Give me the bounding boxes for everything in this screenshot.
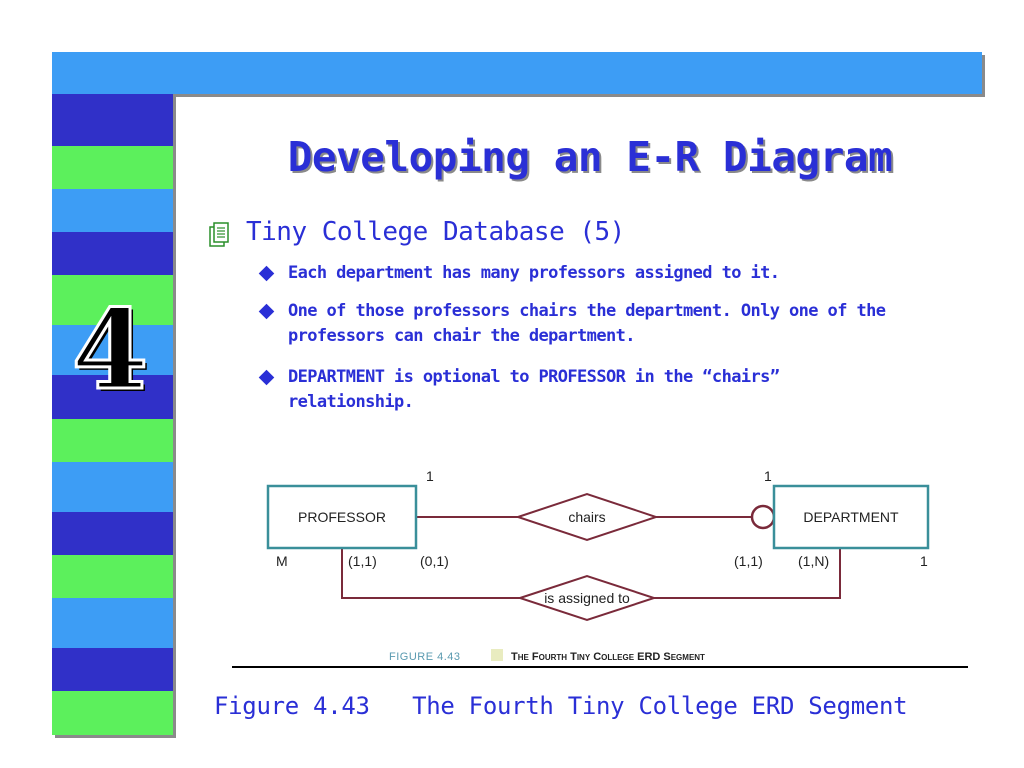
bullet-level2-item: One of those professors chairs the depar…: [288, 301, 886, 346]
document-bullet-icon: [209, 222, 229, 247]
cardinality-label: (0,1): [420, 553, 449, 569]
stripe-green: [52, 146, 173, 189]
caption-divider: [232, 666, 968, 668]
stripe-light-blue: [52, 325, 173, 375]
cardinality-label: 1: [764, 468, 772, 484]
stripe-green: [52, 419, 173, 462]
diamond-bullet-icon: [258, 369, 275, 386]
bullet-level2-item: DEPARTMENT is optional to PROFESSOR in t…: [288, 367, 780, 412]
cardinality-label: (1,1): [734, 553, 763, 569]
assigned-connector-right: [654, 548, 841, 599]
stripe-light-blue: [52, 598, 173, 648]
bullet-level1: Tiny College Database (5): [208, 215, 988, 249]
professor-entity-label: PROFESSOR: [298, 509, 386, 525]
bullet-level1-text: Tiny College Database (5): [246, 217, 625, 247]
diamond-bullet-icon: [258, 265, 275, 282]
stripe-green: [52, 555, 173, 598]
side-stripe-panel: [52, 94, 173, 735]
optional-circle: [750, 504, 776, 530]
figure-number: FIGURE 4.43: [389, 651, 461, 663]
figure-caption-swatch: [491, 649, 503, 661]
stripe-dark-blue: [52, 94, 173, 146]
bullet-level2-item: Each department has many professors assi…: [288, 263, 780, 283]
figure-title: The Fourth Tiny College ERD Segment: [511, 651, 705, 663]
cardinality-label: (1,1): [348, 553, 377, 569]
erd-figure: PROFESSOR DEPARTMENT chairs is assigned …: [266, 468, 930, 663]
chapter-number: 4: [70, 285, 150, 414]
chairs-relationship: [514, 492, 660, 542]
cardinality-label: (1,N): [798, 553, 829, 569]
stripe-green: [52, 691, 173, 735]
department-entity: [772, 484, 930, 550]
stripe-light-blue: [52, 189, 173, 232]
professor-entity: [266, 484, 418, 550]
diamond-bullet-icon: [258, 303, 275, 320]
stripe-dark-blue: [52, 512, 173, 555]
stripe-dark-blue: [52, 232, 173, 275]
cardinality-label: M: [276, 553, 288, 569]
chairs-relationship-label: chairs: [568, 509, 605, 525]
assigned-relationship-label: is assigned to: [544, 590, 630, 606]
stripe-dark-blue: [52, 375, 173, 419]
assigned-relationship: [516, 574, 658, 622]
stripe-green: [52, 275, 173, 325]
cardinality-label: 1: [426, 468, 434, 484]
header-bar: [52, 52, 982, 94]
figure-caption: Figure 4.43 The Fourth Tiny College ERD …: [214, 692, 908, 720]
stripe-dark-blue: [52, 648, 173, 691]
assigned-connector: [341, 548, 520, 599]
cardinality-label: 1: [920, 553, 928, 569]
stripe-light-blue: [52, 462, 173, 512]
department-entity-label: DEPARTMENT: [803, 509, 899, 525]
slide-title: Developing an E-R Diagram: [287, 133, 893, 181]
